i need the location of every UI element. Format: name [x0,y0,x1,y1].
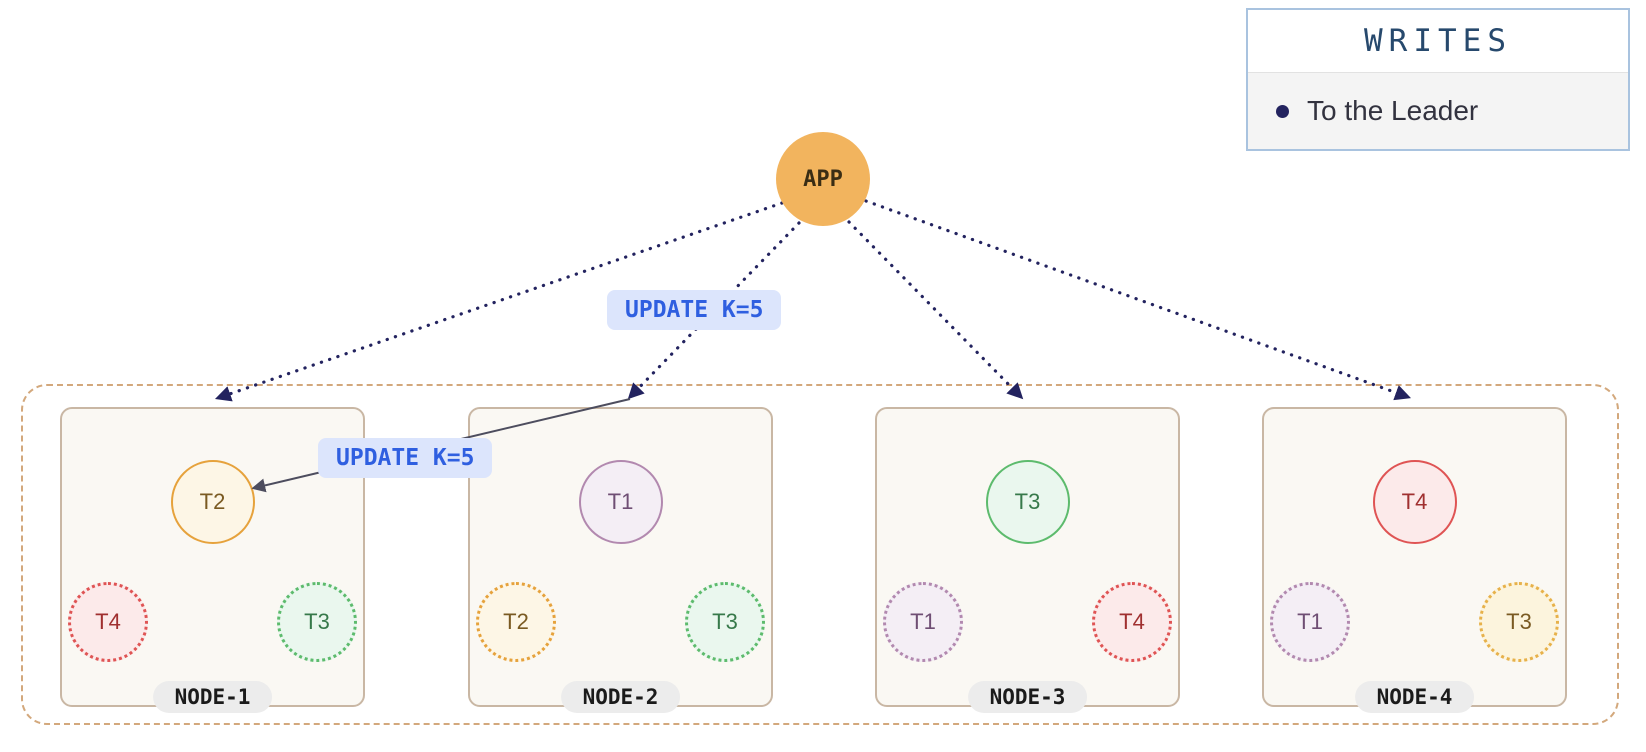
bullet-icon [1276,104,1289,118]
node-card-2: T1 T2 T3 NODE-2 [468,407,773,713]
tablet-follower: T1 [1270,582,1350,662]
arrow-app-to-node-3 [847,220,1024,400]
tablet-leader: T2 [170,460,255,544]
legend-item-label: To the Leader [1307,95,1479,126]
node-card-4: T4 T1 T3 NODE-4 [1262,407,1567,713]
update-k5-label-from-app: UPDATE K=5 [607,290,782,330]
tablet-follower: T1 [883,582,963,662]
tablet-leader: T3 [985,460,1070,544]
tablet-follower: T3 [685,582,765,662]
legend-item: To the Leader [1248,72,1628,149]
cluster-container: T2 T4 T3 NODE-1 T1 T2 T3 NODE-2 T3 T1 T4… [21,384,1619,725]
tablet-follower: T4 [1092,582,1172,662]
update-k5-label-to-leader: UPDATE K=5 [318,438,493,478]
legend-title: WRITES [1248,10,1628,72]
tablet-follower: T4 [68,582,148,662]
tablet-follower: T3 [1479,582,1559,662]
app-node: APP [776,132,870,226]
node-card-3: T3 T1 T4 NODE-3 [875,407,1180,713]
node-name-badge: NODE-3 [967,681,1088,713]
arrow-app-to-node-4 [864,199,1412,401]
legend-writes: WRITES To the Leader [1246,8,1630,151]
tablet-leader: T4 [1372,460,1457,544]
node-name-badge: NODE-1 [152,681,273,713]
tablet-follower: T2 [476,582,556,662]
node-name-badge: NODE-2 [560,681,681,713]
tablet-follower: T3 [277,582,357,662]
node-name-badge: NODE-4 [1354,681,1475,713]
tablet-leader: T1 [578,460,663,544]
